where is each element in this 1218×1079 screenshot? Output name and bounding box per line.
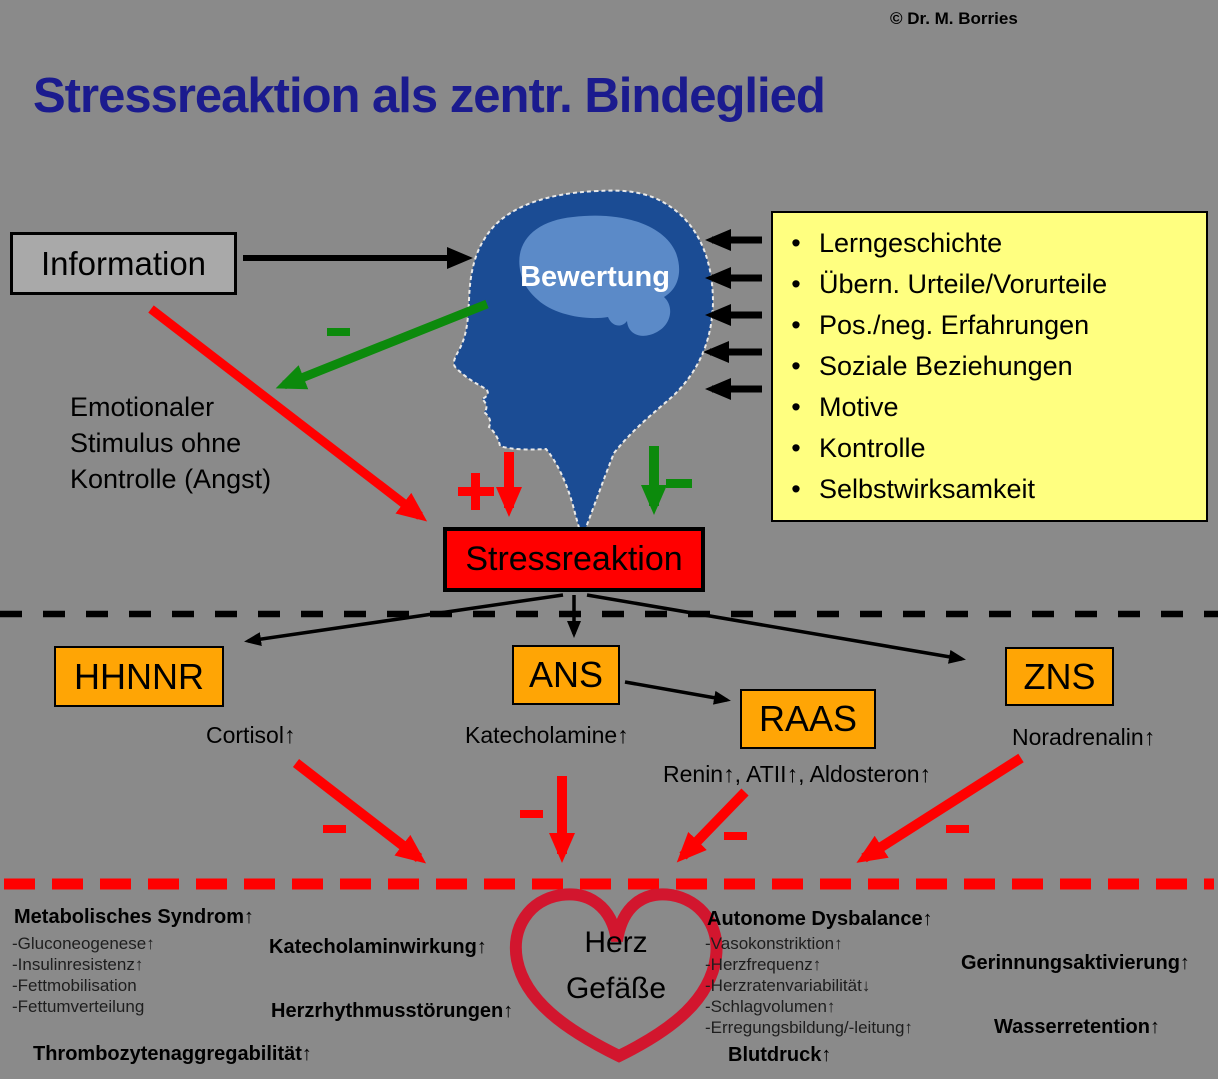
outcome-metabolic-item: -Fettmobilisation: [12, 976, 137, 995]
outcome-metabolic-title: Metabolisches Syndrom↑: [14, 906, 255, 928]
emotional-stimulus-note: Emotionaler Stimulus ohne Kontrolle (Ang…: [70, 392, 272, 494]
arrow-stress-to-hhnnr: [244, 593, 564, 647]
list-item: Motive: [773, 387, 1206, 428]
outcome-autonome-item: -Erregungsbildung/-leitung↑: [705, 1018, 913, 1037]
node-zns-label: ZNS: [1023, 655, 1096, 697]
bullet-icon: [773, 223, 819, 264]
bullet-icon: [773, 387, 819, 428]
bewertung-label: Bewertung: [520, 261, 670, 293]
brain-shape: [519, 215, 680, 336]
outcome-herzrhythmusstoerungen: Herzrhythmusstörungen↑: [271, 1000, 514, 1022]
outcome-autonome-item: -Herzfrequenz↑: [705, 955, 822, 974]
list-item: Selbstwirksamkeit: [773, 469, 1206, 510]
list-item: Soziale Beziehungen: [773, 346, 1206, 387]
outcome-metabolic-item: -Fettumverteilung: [12, 997, 145, 1016]
heart-shape: [509, 888, 723, 1063]
bullet-icon: [773, 264, 819, 305]
arrow-stimulus-to-stress-red: [148, 305, 428, 522]
arrow-cortisol-to-heart: [292, 759, 427, 864]
copyright-note: © Dr. M. Borries: [890, 9, 1018, 28]
node-raas-label: RAAS: [758, 698, 858, 739]
node-zns: ZNS: [1005, 647, 1114, 706]
node-ans: ANS: [512, 645, 620, 705]
influence-label: Motive: [819, 392, 899, 422]
plus-sign: [458, 473, 494, 510]
node-ans-label: ANS: [528, 654, 604, 695]
minus-sign: [520, 810, 543, 818]
bullet-icon: [773, 305, 819, 346]
node-stressreaktion: Stressreaktion: [443, 527, 705, 592]
node-information: Information: [10, 232, 237, 295]
outcome-katecholaminwirkung: Katecholaminwirkung↑: [269, 936, 487, 958]
influence-label: Lerngeschichte: [819, 228, 1003, 258]
outcome-gerinnungsaktivierung: Gerinnungsaktivierung↑: [961, 952, 1190, 974]
influences-box: Lerngeschichte Übern. Urteile/Vorurteile…: [771, 211, 1208, 522]
list-item: Lerngeschichte: [773, 223, 1206, 264]
outcome-wasserretention: Wasserretention↑: [994, 1016, 1160, 1038]
node-hhnnr: HHNNR: [54, 646, 224, 707]
list-item: Übern. Urteile/Vorurteile: [773, 264, 1206, 305]
list-item: Pos./neg. Erfahrungen: [773, 305, 1206, 346]
outcome-thrombozytenaggregabilitaet: Thrombozytenaggregabilität↑: [33, 1043, 312, 1065]
node-hhnnr-label: HHNNR: [74, 655, 204, 697]
minus-sign: [666, 479, 692, 488]
arrows-influences-to-head: [703, 229, 762, 400]
influence-label: Übern. Urteile/Vorurteile: [819, 269, 1108, 299]
outcome-autonome-item: -Vasokonstriktion↑: [705, 934, 843, 953]
list-item: Kontrolle: [773, 428, 1206, 469]
influence-label: Selbstwirksamkeit: [819, 474, 1036, 504]
arrow-noradrenalin-to-heart: [856, 753, 1024, 863]
arrow-ans-to-raas: [624, 680, 731, 705]
minus-sign: [724, 832, 747, 840]
influence-label: Soziale Beziehungen: [819, 351, 1073, 381]
bullet-icon: [773, 469, 819, 510]
outcome-autonome-item: -Schlagvolumen↑: [705, 997, 836, 1016]
influence-label: Kontrolle: [819, 433, 926, 463]
minus-sign: [323, 825, 346, 833]
outcome-blutdruck: Blutdruck↑: [728, 1044, 832, 1066]
node-information-label: Information: [40, 244, 207, 282]
arrow-head-to-stimulus-green: [275, 299, 489, 390]
outcome-autonome-title: Autonome Dysbalance↑: [707, 908, 933, 930]
outcome-metabolic-item: -Insulinresistenz↑: [12, 955, 144, 974]
mediator-katecholamine: Katecholamine↑: [465, 722, 629, 748]
bullet-icon: [773, 346, 819, 387]
minus-sign: [946, 825, 969, 833]
node-raas: RAAS: [740, 689, 876, 749]
mediator-raas-products: Renin↑, ATII↑, Aldosteron↑: [663, 761, 932, 787]
heart-label: Herz Gefäße: [565, 926, 667, 1005]
arrow-stress-to-zns: [586, 593, 966, 664]
outcome-metabolic-item: -Gluconeogenese↑: [12, 934, 155, 953]
mediator-noradrenalin: Noradrenalin↑: [1012, 724, 1156, 750]
minus-sign: [327, 328, 350, 336]
node-stressreaktion-label: Stressreaktion: [465, 540, 683, 578]
arrow-raas-to-heart: [676, 788, 749, 863]
influence-label: Pos./neg. Erfahrungen: [819, 310, 1090, 340]
bullet-icon: [773, 428, 819, 469]
page-title: Stressreaktion als zentr. Bindeglied: [33, 69, 826, 123]
outcome-autonome-item: -Herzratenvariabilität↓: [705, 976, 871, 995]
mediator-cortisol: Cortisol↑: [206, 722, 296, 748]
